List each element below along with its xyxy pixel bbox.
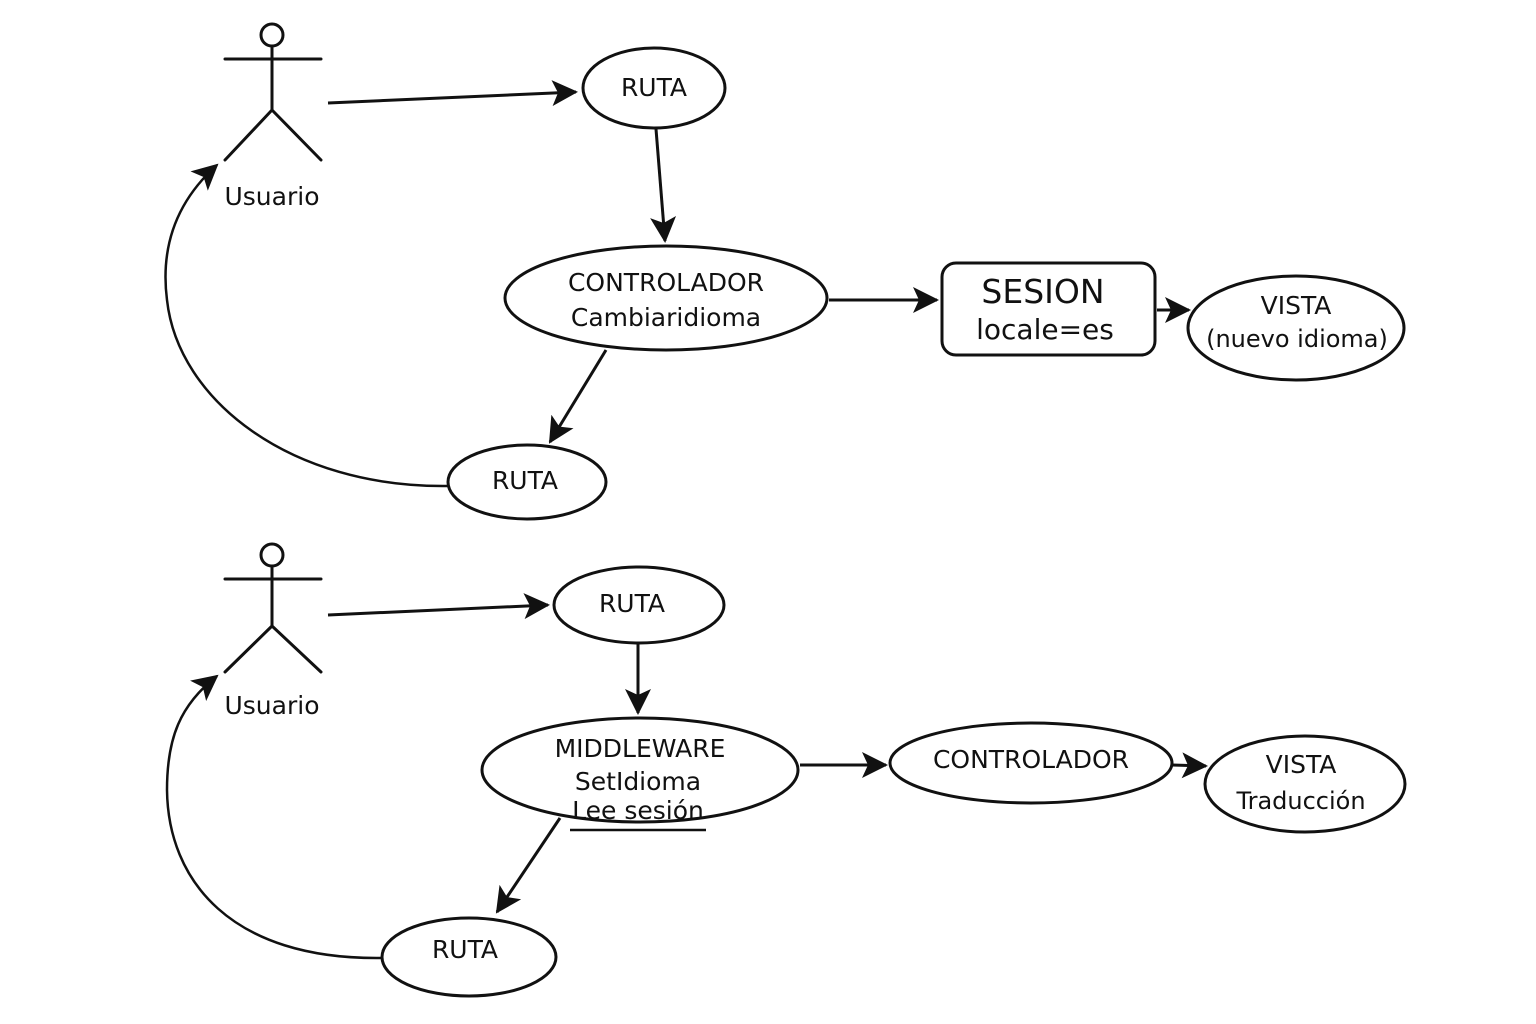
actor-top: Usuario	[223, 22, 323, 211]
controller-node-top: CONTROLADOR Cambiaridioma	[503, 244, 829, 352]
stick-figure-icon	[223, 22, 323, 162]
view-title: VISTA	[1266, 750, 1337, 779]
diagram-top: Usuario RUTA CONTROLADOR Cambiaridioma S…	[164, 22, 1406, 521]
controller-node-bottom: CONTROLADOR	[888, 721, 1174, 805]
view-node-bottom: VISTA Traducción	[1203, 734, 1407, 834]
route-label: RUTA	[621, 73, 687, 102]
controller-name: Cambiaridioma	[571, 303, 761, 332]
middleware-title: MIDDLEWARE	[555, 734, 726, 763]
edge-user-to-route	[327, 80, 578, 107]
view-subtitle: Traducción	[1235, 787, 1365, 815]
stick-figure-icon	[223, 542, 323, 674]
controller-title: CONTROLADOR	[933, 745, 1129, 774]
middleware-name: SetIdioma	[575, 767, 701, 796]
controller-title: CONTROLADOR	[568, 268, 764, 297]
edge-controller-to-route-back	[548, 349, 608, 444]
view-title: VISTA	[1261, 291, 1332, 320]
route-label: RUTA	[599, 589, 665, 618]
edge-route-back-to-user	[164, 163, 449, 488]
route-back-label: RUTA	[492, 466, 558, 495]
session-value: locale=es	[976, 313, 1114, 346]
diagram-bottom: Usuario RUTA MIDDLEWARE SetIdioma Lee se…	[165, 542, 1407, 998]
actor-label: Usuario	[224, 691, 319, 720]
edge-controller-to-view	[1171, 752, 1208, 779]
route-node-bottom: RUTA	[552, 565, 726, 645]
middleware-note: Lee sesión	[572, 796, 704, 825]
edge-route-to-controller	[650, 128, 677, 243]
route-node-top: RUTA	[581, 46, 727, 130]
view-node-top: VISTA (nuevo idioma)	[1186, 274, 1406, 382]
session-node: SESION locale=es	[940, 261, 1157, 357]
edge-route-back-to-user	[165, 674, 383, 960]
actor-label: Usuario	[224, 182, 319, 211]
edge-user-to-route	[327, 593, 550, 620]
route-back-label: RUTA	[432, 935, 498, 964]
edge-middleware-to-route-back	[495, 817, 562, 914]
route-back-node-top: RUTA	[446, 443, 608, 521]
view-subtitle: (nuevo idioma)	[1206, 325, 1388, 353]
route-back-node-bottom: RUTA	[380, 916, 558, 998]
middleware-node: MIDDLEWARE SetIdioma Lee sesión	[480, 716, 800, 832]
actor-bottom: Usuario	[223, 542, 323, 720]
session-title: SESION	[981, 272, 1104, 311]
